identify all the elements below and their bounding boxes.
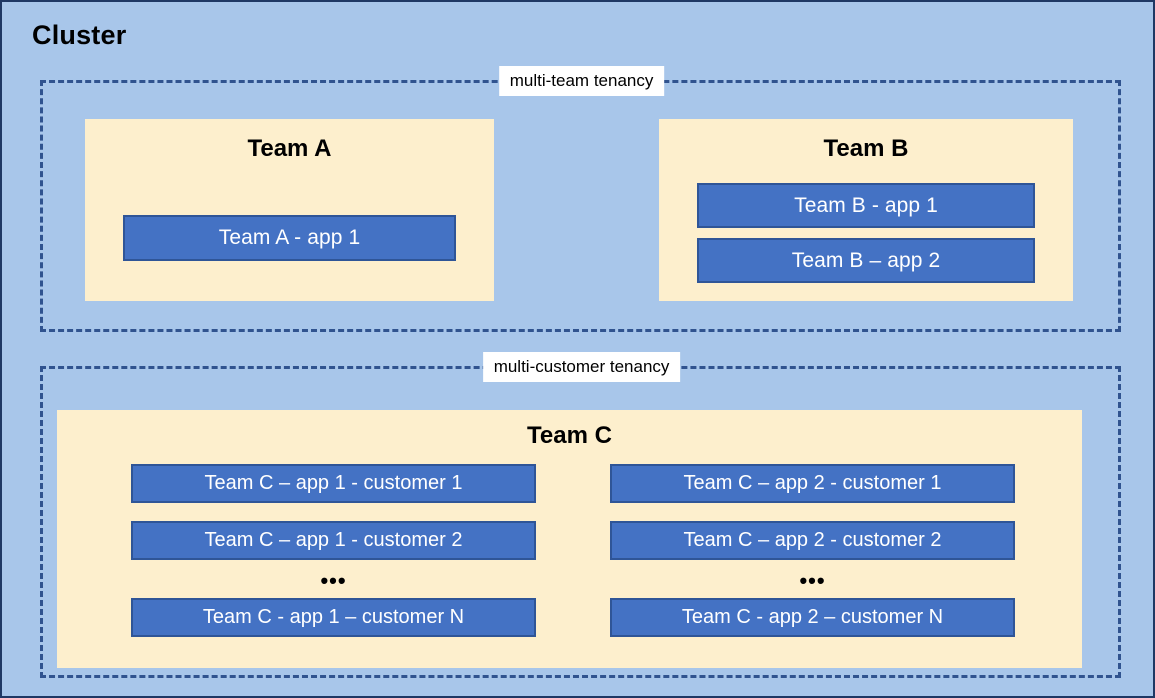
tenancy-label-multi-customer: multi-customer tenancy bbox=[482, 352, 681, 382]
app-box-team-c-app-1-customer-n: Team C - app 1 – customer N bbox=[131, 598, 536, 637]
app-box-team-c-app-2-customer-2: Team C – app 2 - customer 2 bbox=[610, 521, 1015, 560]
app-box-team-b-app-1: Team B - app 1 bbox=[697, 183, 1035, 228]
team-c-column-app-1: Team C – app 1 - customer 1 Team C – app… bbox=[131, 464, 536, 637]
tenancy-label-multi-team: multi-team tenancy bbox=[498, 66, 665, 96]
tenancy-boundary-multi-team: multi-team tenancy bbox=[40, 66, 1121, 332]
team-box-team-c: Team C Team C – app 1 - customer 1 Team … bbox=[57, 410, 1082, 668]
ellipsis-team-c-app-2: ••• bbox=[799, 568, 826, 593]
app-box-team-b-app-2: Team B – app 2 bbox=[697, 238, 1035, 283]
team-box-team-b: Team B Team B - app 1 Team B – app 2 bbox=[659, 119, 1073, 301]
app-box-team-c-app-2-customer-n: Team C - app 2 – customer N bbox=[610, 598, 1015, 637]
app-box-team-a-app-1: Team A - app 1 bbox=[123, 215, 456, 261]
app-box-team-c-app-1-customer-1: Team C – app 1 - customer 1 bbox=[131, 464, 536, 503]
tenancy-boundary-multi-customer: multi-customer tenancy bbox=[40, 352, 1121, 678]
app-box-team-c-app-2-customer-1: Team C – app 2 - customer 1 bbox=[610, 464, 1015, 503]
team-title-team-a: Team A bbox=[247, 135, 332, 162]
app-box-team-c-app-1-customer-2: Team C – app 1 - customer 2 bbox=[131, 521, 536, 560]
team-title-team-b: Team B bbox=[823, 135, 909, 162]
team-c-column-app-2: Team C – app 2 - customer 1 Team C – app… bbox=[610, 464, 1015, 637]
team-title-team-c: Team C bbox=[527, 422, 612, 449]
page-title: Cluster bbox=[32, 20, 127, 50]
ellipsis-team-c-app-1: ••• bbox=[320, 568, 347, 593]
team-box-team-a: Team A Team A - app 1 bbox=[85, 119, 494, 301]
